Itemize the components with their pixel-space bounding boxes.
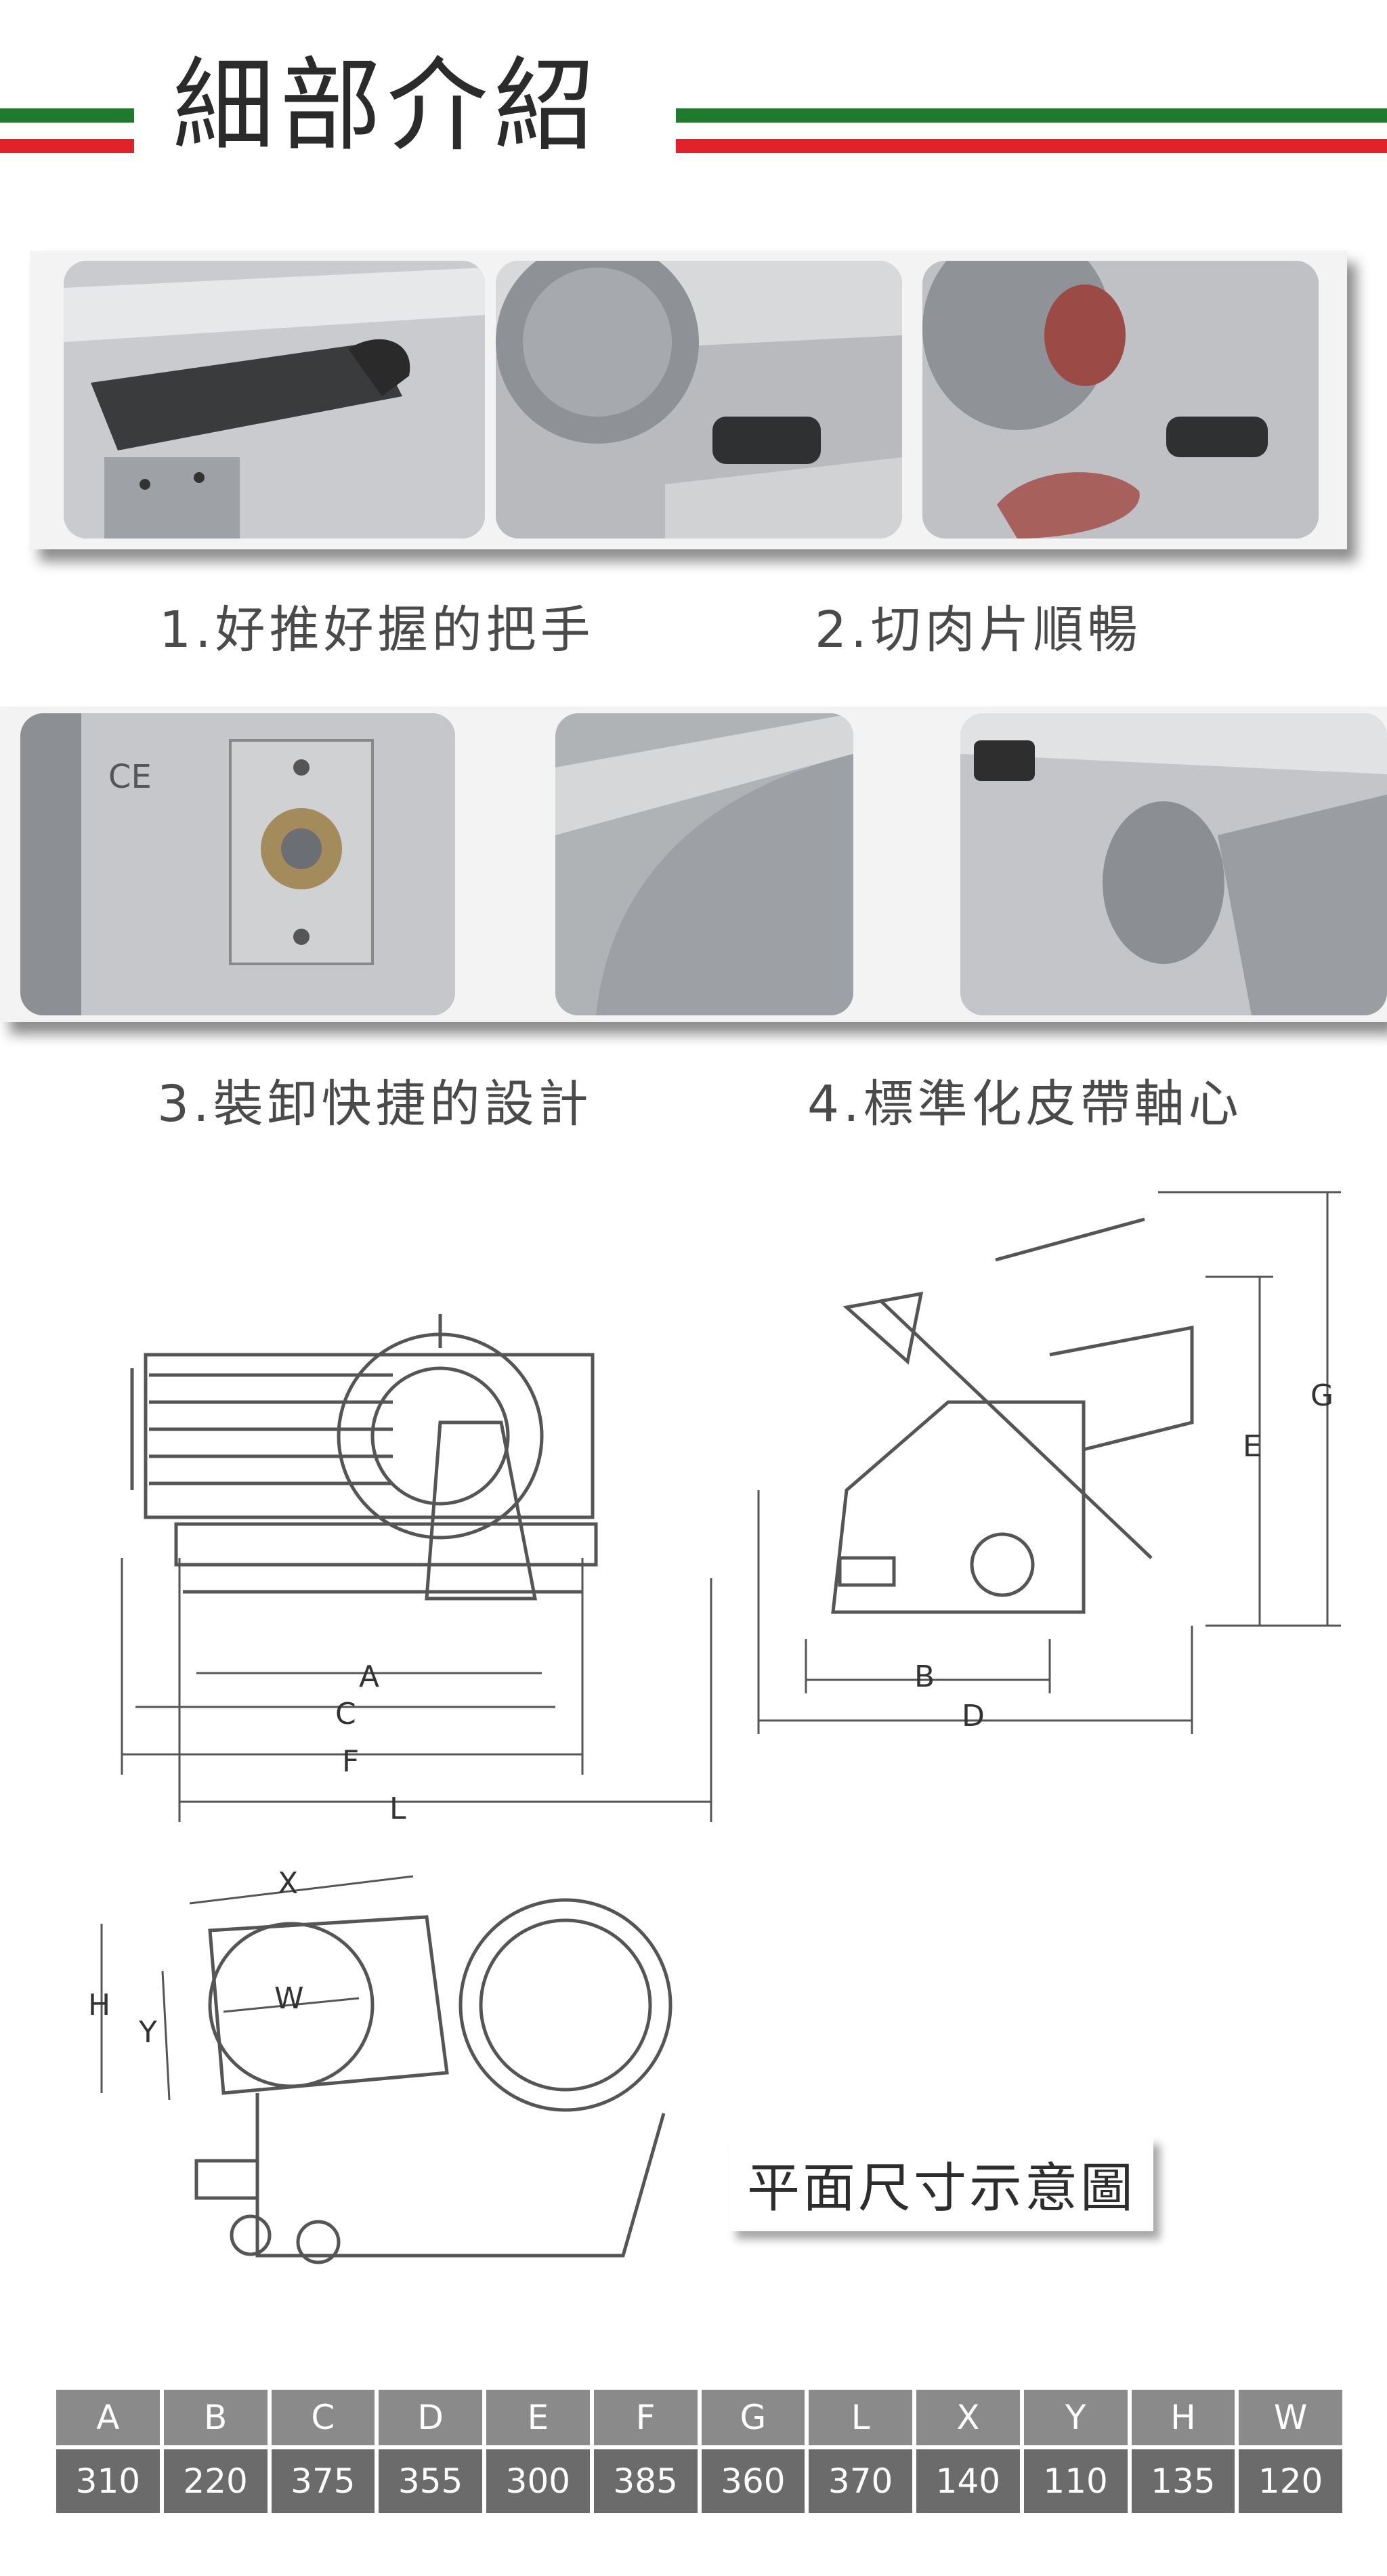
spec-value: 135: [1131, 2449, 1235, 2513]
dim-label-c: C: [335, 1697, 356, 1731]
spec-value: 355: [379, 2449, 482, 2513]
spec-header: G: [701, 2390, 805, 2445]
spec-header: B: [163, 2390, 268, 2445]
dim-label-x: X: [278, 1866, 298, 1901]
spec-table: A B C D E F G L X Y H W 310 220 375 355 …: [52, 2386, 1346, 2517]
spec-header: A: [56, 2390, 160, 2445]
dim-label-a: A: [359, 1660, 379, 1694]
spec-header: F: [593, 2390, 698, 2445]
dim-label-l: L: [389, 1792, 406, 1826]
dim-label-e: E: [1243, 1429, 1262, 1464]
handle-illustration: [64, 261, 485, 539]
spec-table-header-row: A B C D E F G L X Y H W: [56, 2390, 1342, 2445]
page-title: 細部介紹: [173, 47, 601, 165]
dim-label-g: G: [1310, 1378, 1333, 1413]
belt-shaft-illustration: [960, 713, 1387, 1015]
photo-blade-guard: [496, 261, 902, 539]
spec-header: C: [271, 2390, 375, 2445]
technical-drawings: A C F L B D E G X W H Y: [88, 1191, 1341, 2264]
photo-strip-2: CE: [0, 706, 1387, 1022]
spec-value: 370: [809, 2449, 912, 2513]
photo-blade-edge: [555, 713, 853, 1015]
caption-4: 4.標準化皮帶軸心: [807, 1075, 1243, 1133]
dim-label-b: B: [914, 1660, 935, 1694]
blade-guard-illustration: [496, 261, 902, 539]
photo-slicing-meat: [922, 261, 1319, 539]
blade-edge-illustration: [555, 713, 853, 1015]
caption-2: 2.切肉片順暢: [815, 601, 1142, 659]
header-stripe-right-red: [676, 139, 1387, 153]
caption-1: 1.好推好握的把手: [159, 601, 595, 659]
top-view-drawing: [194, 1898, 673, 2264]
side-view-drawing: [831, 1217, 1194, 1614]
quick-release-illustration: CE: [20, 713, 455, 1015]
header-stripe-left-red: [0, 139, 134, 153]
spec-header: H: [1131, 2390, 1235, 2445]
header-stripe-left-green: [0, 108, 134, 123]
plan-dimension-label: 平面尺寸示意圖: [729, 2136, 1153, 2231]
spec-header: Y: [1023, 2390, 1128, 2445]
photo-handle: [64, 261, 485, 539]
slicing-meat-illustration: [922, 261, 1319, 539]
dim-label-h: H: [88, 1988, 110, 2023]
spec-value: 110: [1023, 2449, 1128, 2513]
spec-header: W: [1239, 2390, 1342, 2445]
spec-value: 120: [1239, 2449, 1342, 2513]
dim-label-d: D: [962, 1699, 985, 1733]
spec-value: 140: [916, 2449, 1020, 2513]
dim-label-f: F: [342, 1744, 359, 1779]
spec-value: 375: [271, 2449, 375, 2513]
photo-strip-1: [30, 251, 1347, 549]
spec-value: 360: [701, 2449, 805, 2513]
spec-value: 385: [593, 2449, 698, 2513]
front-view-drawing: [130, 1314, 598, 1601]
spec-header: L: [809, 2390, 912, 2445]
spec-value: 300: [486, 2449, 590, 2513]
header-stripe-right-green: [676, 108, 1387, 123]
spec-value: 220: [163, 2449, 268, 2513]
spec-header: E: [486, 2390, 590, 2445]
dim-label-w: W: [274, 1981, 304, 2016]
spec-header: D: [379, 2390, 482, 2445]
photo-belt-shaft: [960, 713, 1387, 1015]
ce-mark: CE: [108, 758, 152, 796]
caption-3: 3.裝卸快捷的設計: [157, 1075, 593, 1133]
spec-table-value-row: 310 220 375 355 300 385 360 370 140 110 …: [56, 2449, 1342, 2513]
photo-quick-release: CE: [20, 713, 455, 1015]
spec-header: X: [916, 2390, 1020, 2445]
spec-value: 310: [56, 2449, 160, 2513]
dim-label-y: Y: [138, 2015, 157, 2050]
